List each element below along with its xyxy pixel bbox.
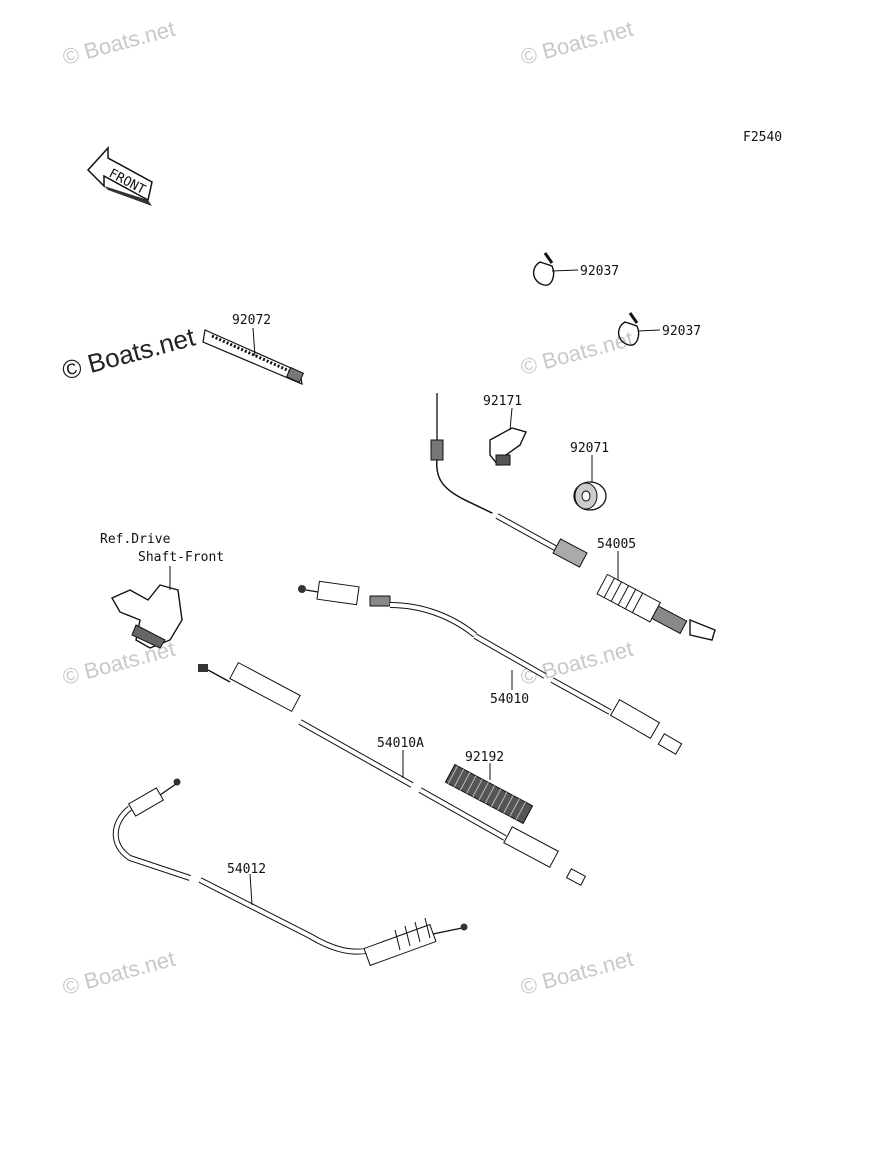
watermark-mid-right-lower: © Boats.net: [518, 636, 636, 690]
part-54010a-cable-icon: [198, 661, 587, 886]
part-92071-grommet-icon: [573, 455, 607, 511]
part-label-92037-upper: 92037: [580, 264, 619, 279]
part-label-54012: 54012: [227, 862, 266, 877]
part-label-92171: 92171: [483, 394, 522, 409]
diagram-code: F2540: [743, 130, 782, 145]
ref-note-line1: Ref.Drive: [100, 532, 171, 547]
watermark-top-right: © Boats.net: [518, 16, 636, 70]
part-label-54010a: 54010A: [377, 736, 424, 751]
watermark-top-left: © Boats.net: [60, 16, 178, 70]
part-92072-strap-icon: [202, 327, 305, 385]
part-label-92072: 92072: [232, 313, 271, 328]
watermark-bottom-left: © Boats.net: [60, 946, 178, 1000]
part-54005-cable-icon: [430, 393, 716, 641]
part-label-54005: 54005: [597, 537, 636, 552]
part-92192-sleeve-icon: [444, 763, 534, 825]
part-92037-upper-icon: [533, 252, 579, 286]
part-label-92192: 92192: [465, 750, 504, 765]
front-arrow-icon: FRONT: [86, 146, 153, 206]
ref-note-line2: Shaft-Front: [138, 550, 224, 565]
part-label-92037-lower: 92037: [662, 324, 701, 339]
part-54012-cable-icon: [112, 778, 468, 967]
drive-shaft-bracket-icon: [111, 566, 183, 649]
part-54010-cable-icon: [298, 580, 683, 755]
watermark-bottom-right: © Boats.net: [518, 946, 636, 1000]
part-92171-clip-icon: [489, 407, 527, 467]
watermark-prominent: © Boats.net: [59, 321, 199, 385]
part-92037-lower-icon: [618, 312, 661, 346]
part-label-92071: 92071: [570, 441, 609, 456]
part-label-54010: 54010: [490, 692, 529, 707]
